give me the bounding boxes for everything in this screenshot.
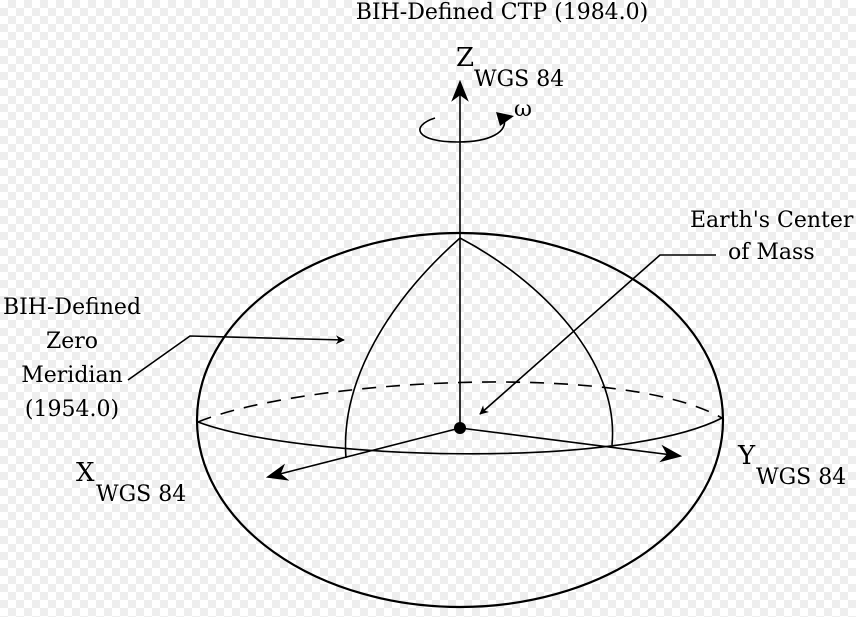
- x-axis-line: [265, 427, 461, 481]
- z-axis-subscript: WGS 84: [474, 67, 564, 92]
- center-label-line2: of Mass: [728, 240, 815, 265]
- ninety-meridian-arc: [459, 237, 614, 446]
- meridian-label-line3: Meridian: [21, 363, 123, 388]
- omega-label: ω: [514, 97, 532, 122]
- zero-meridian-arc: [344, 237, 461, 459]
- z-axis-letter: Z: [456, 43, 474, 73]
- equator-front: [197, 417, 723, 455]
- center-label-line1: Earth's Center: [690, 208, 854, 233]
- meridian-label-line2: Zero: [46, 329, 98, 354]
- meridian-leader-line: [127, 335, 345, 381]
- x-axis-letter: X: [76, 458, 95, 488]
- center-of-mass-dot: [454, 422, 466, 434]
- center-leader-line: [479, 254, 716, 415]
- rotation-arrowhead: [496, 112, 514, 126]
- rotation-arrow: [419, 117, 506, 143]
- y-axis-line: [459, 427, 683, 463]
- ctp-title: BIH-Defined CTP (1984.0): [356, 0, 649, 25]
- y-axis-letter: Y: [737, 441, 756, 471]
- y-axis-subscript: WGS 84: [756, 465, 846, 490]
- meridian-label-line4: (1954.0): [25, 397, 119, 422]
- meridian-label-line1: BIH-Defined: [3, 295, 141, 320]
- x-axis-subscript: WGS 84: [96, 482, 186, 507]
